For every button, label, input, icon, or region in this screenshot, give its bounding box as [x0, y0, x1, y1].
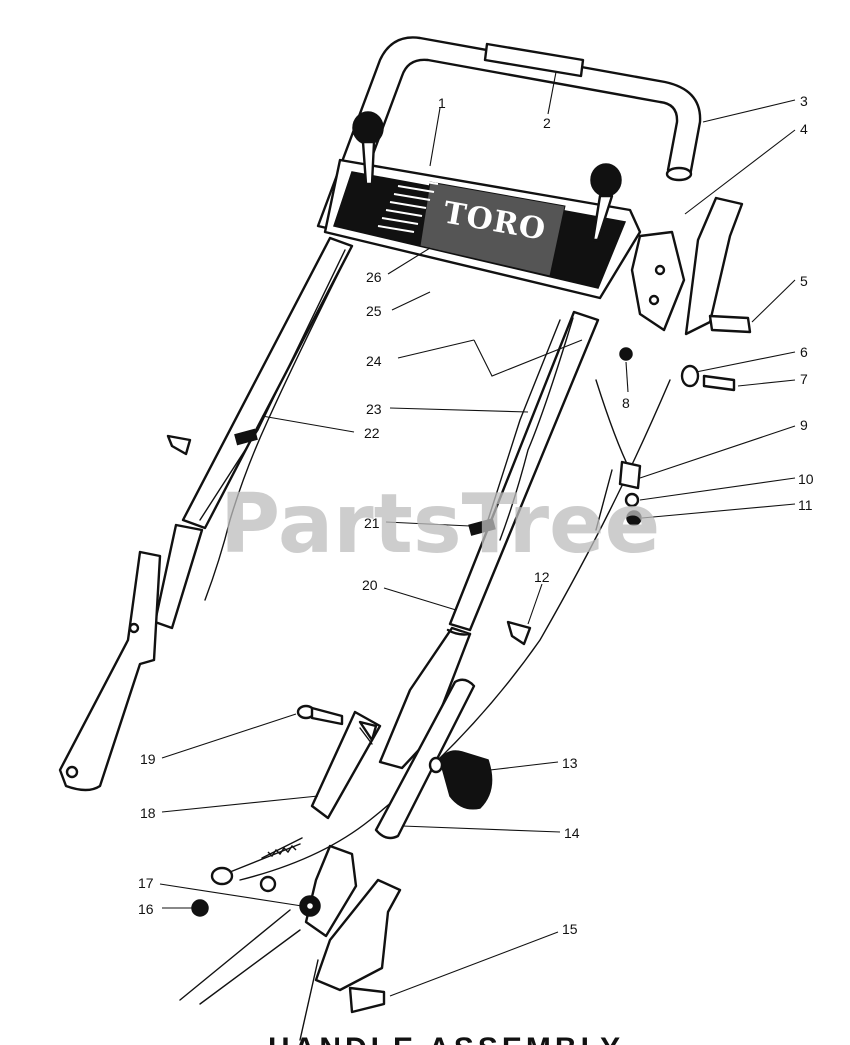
callout-3: 3 [800, 93, 808, 109]
cable-spring [261, 837, 303, 859]
callout-19: 19 [140, 751, 156, 767]
callout-4: 4 [800, 121, 808, 137]
callout-20: 20 [362, 577, 378, 593]
cable-clips [166, 434, 532, 742]
right-side-hardware [595, 196, 752, 531]
callout-24: 24 [366, 353, 382, 369]
callout-12: 12 [534, 569, 550, 585]
callout-8: 8 [622, 395, 630, 411]
callout-2: 2 [543, 115, 551, 131]
callout-17: 17 [138, 875, 154, 891]
part-18-bracket [310, 710, 382, 820]
leader-lines [159, 71, 796, 997]
left-lower-handle [58, 550, 162, 792]
callout-18: 18 [140, 805, 156, 821]
callout-5: 5 [800, 273, 808, 289]
callout-7: 7 [800, 371, 808, 387]
callout-23: 23 [366, 401, 382, 417]
callout-25: 25 [366, 303, 382, 319]
callout-13: 13 [562, 755, 578, 771]
lower-bracket-assembly [179, 843, 402, 1041]
part-14-tube [374, 678, 476, 840]
panel-stripes [377, 177, 439, 233]
callout-15: 15 [562, 921, 578, 937]
control-cables [204, 249, 671, 881]
callout-14: 14 [564, 825, 580, 841]
callout-10: 10 [798, 471, 814, 487]
left-upper-handle [153, 236, 354, 630]
callout-26: 26 [366, 269, 382, 285]
callout-22: 22 [364, 425, 380, 441]
callout-numbers: 1 2 3 4 5 6 7 8 9 10 11 12 13 14 15 16 1… [138, 93, 814, 937]
callout-9: 9 [800, 417, 808, 433]
part-19-bolt [296, 704, 344, 726]
callout-1: 1 [438, 95, 446, 111]
callout-16: 16 [138, 901, 154, 917]
callout-6: 6 [800, 344, 808, 360]
right-lower-handle [378, 626, 472, 770]
control-panel: TORO [323, 111, 642, 300]
callout-21: 21 [364, 515, 380, 531]
upper-handle-loop [316, 36, 702, 234]
partstree-watermark: PartsTree [220, 477, 660, 572]
callout-11: 11 [798, 497, 813, 513]
right-upper-handle [448, 310, 600, 632]
diagram-caption: HANDLE ASSEMBLY [268, 1032, 624, 1045]
part-13-knob [428, 750, 493, 810]
